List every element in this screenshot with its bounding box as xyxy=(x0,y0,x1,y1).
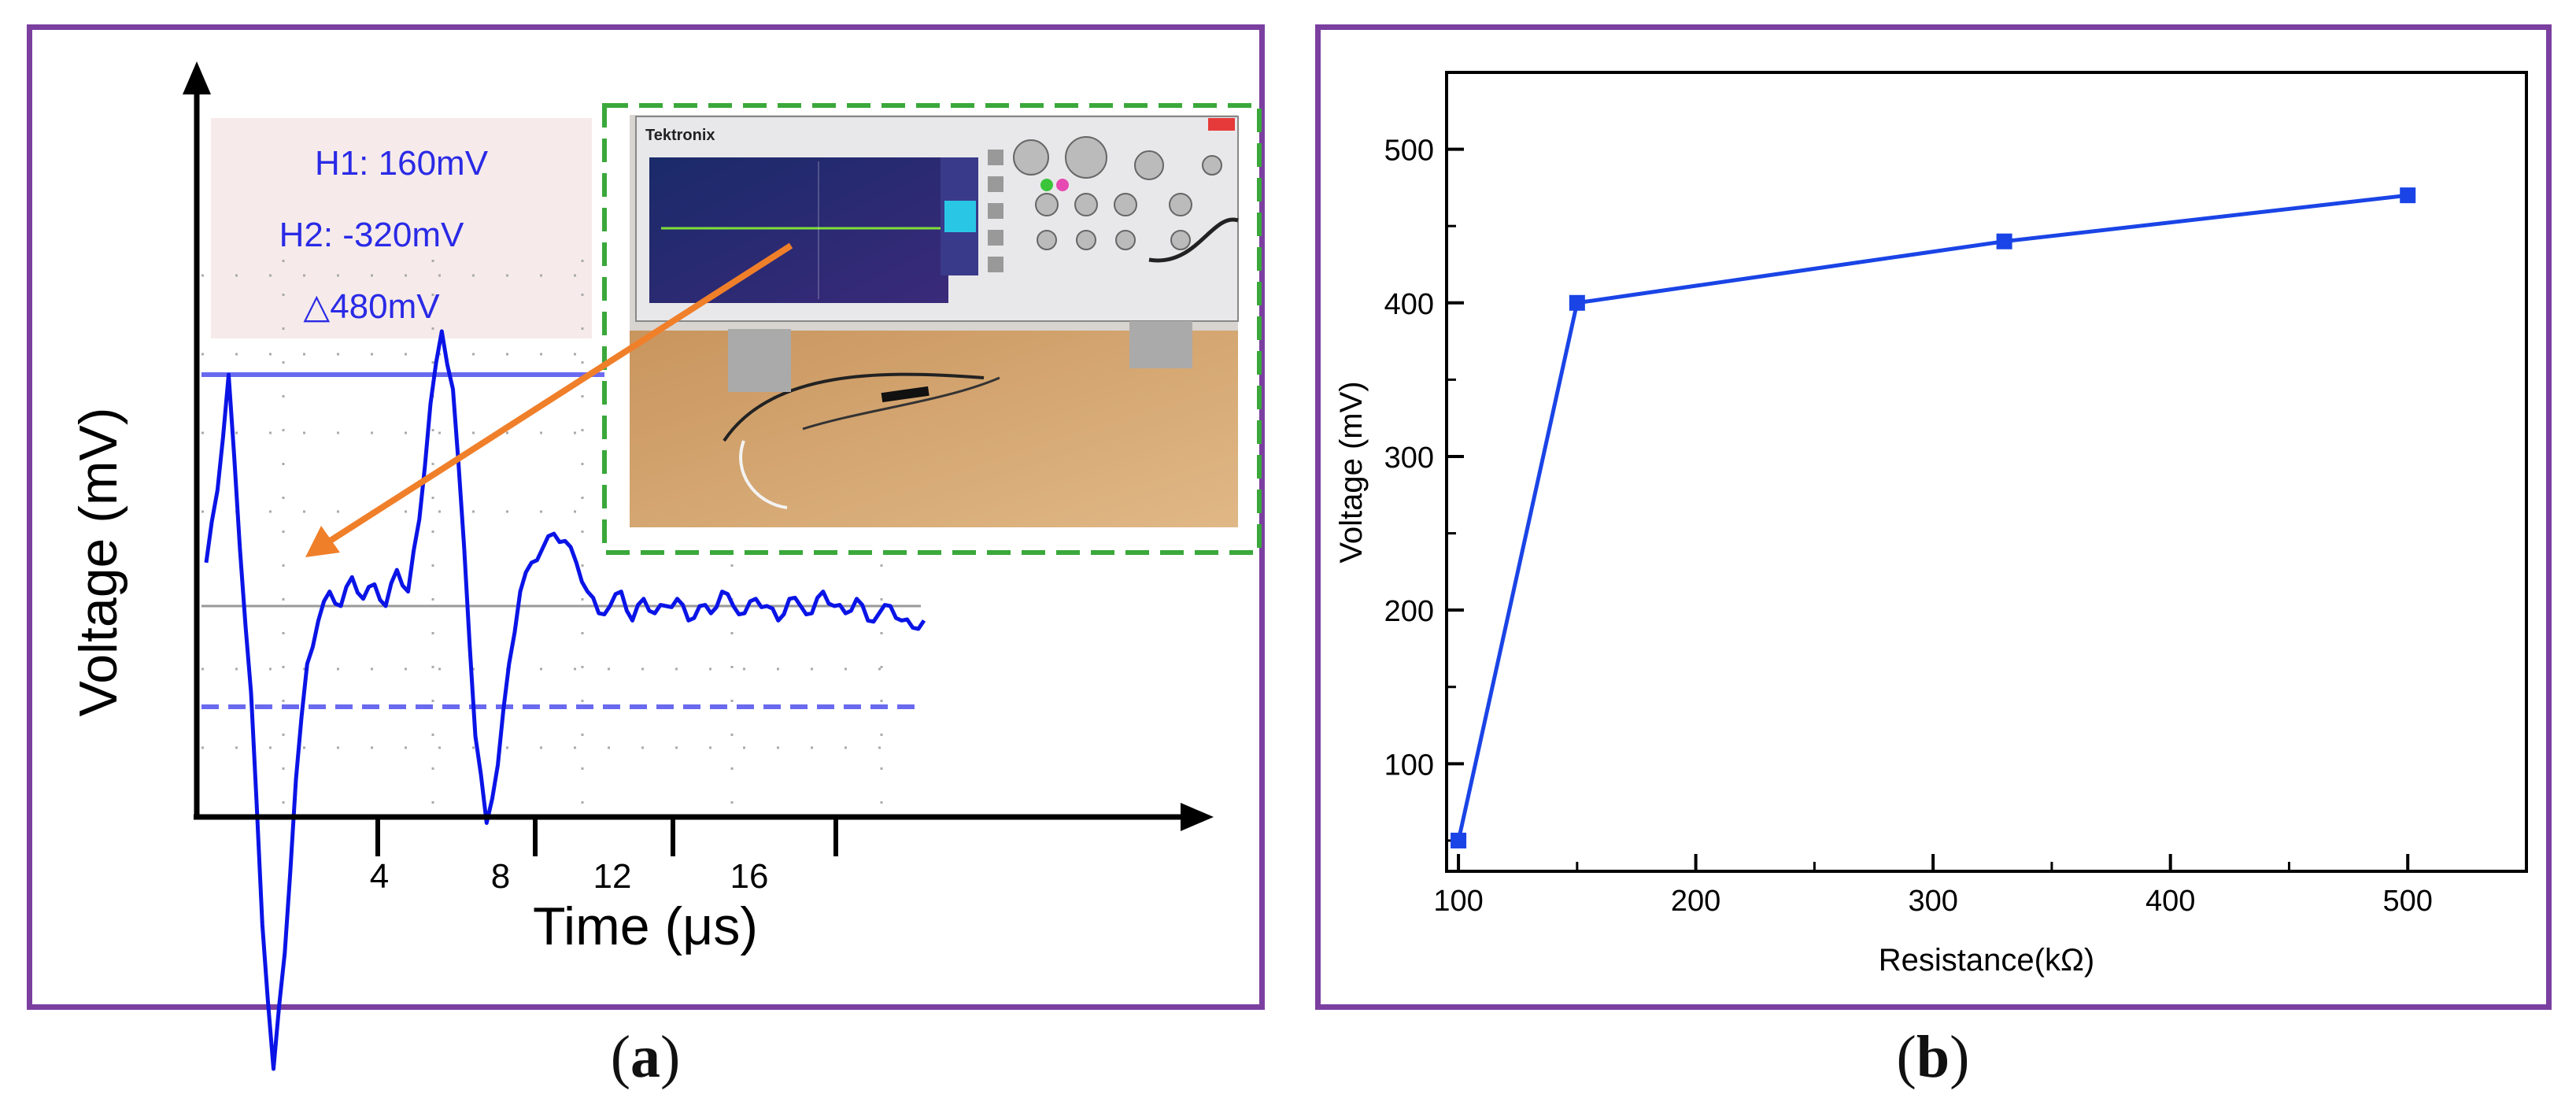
series-line xyxy=(1456,193,2408,841)
knob xyxy=(1035,193,1059,216)
inset-oscilloscope-photo: Tektronix xyxy=(602,103,1262,555)
probe-cable xyxy=(723,372,985,442)
x-tick-label: 16 xyxy=(730,857,769,896)
y-axis-label: Voltage (mV) xyxy=(1334,381,1369,563)
annotation-delta: △480mV xyxy=(303,287,440,326)
data-point xyxy=(1569,294,1585,311)
knob xyxy=(1170,230,1191,250)
x-tick-label: 12 xyxy=(593,857,632,896)
oscilloscope-screen xyxy=(649,157,948,303)
knob xyxy=(1076,230,1096,250)
knob xyxy=(1037,230,1057,250)
x-tick-label: 8 xyxy=(491,857,510,896)
y-tick-label: 400 xyxy=(1384,288,1434,321)
y-tick-label: 100 xyxy=(1384,749,1434,782)
data-point xyxy=(1451,832,1467,848)
y-tick-label: 200 xyxy=(1384,595,1434,628)
x-tick-label: 100 xyxy=(1433,885,1483,918)
caption-a: (a) xyxy=(610,1024,681,1090)
side-button xyxy=(988,230,1003,246)
y-axis-ticks: 100 200 300 400 500 xyxy=(1384,71,1464,842)
oscilloscope-foot-left xyxy=(728,329,791,392)
pointer-arrow-shaft xyxy=(327,242,793,545)
series-markers xyxy=(1451,187,2416,848)
knob xyxy=(1074,193,1098,216)
side-button xyxy=(988,150,1003,165)
signal-trace xyxy=(204,329,926,1071)
knob xyxy=(1134,150,1164,180)
x-axis-ticks: 100 200 300 400 500 xyxy=(1433,854,2528,918)
indicator-led xyxy=(1056,179,1069,191)
annotation-h1: H1: 160mV xyxy=(315,144,489,183)
caption-b: (b) xyxy=(1896,1024,1970,1090)
knob xyxy=(1169,193,1192,216)
data-point xyxy=(1996,233,2012,250)
oscilloscope-brand: Tektronix xyxy=(645,127,715,144)
x-tick-label: 300 xyxy=(1908,885,1957,918)
plot-area xyxy=(1445,71,2528,873)
y-tick-label: 300 xyxy=(1384,442,1434,475)
probe-cable-2 xyxy=(802,376,1000,431)
knob xyxy=(1202,155,1222,176)
x-axis-arrowhead xyxy=(1181,803,1214,831)
y-axis-label: Voltage (mV) xyxy=(68,407,128,716)
y-axis-arrowhead xyxy=(183,61,211,94)
annotation-box xyxy=(211,118,592,338)
oscilloscope-foot-right xyxy=(1129,321,1192,368)
x-axis-ticks: 4 8 12 16 xyxy=(370,817,838,896)
x-tick-label: 4 xyxy=(370,857,389,896)
x-axis-label: Resistance(kΩ) xyxy=(1879,943,2094,978)
x-tick-label: 200 xyxy=(1671,885,1720,918)
panel-b-resistance-chart: 100 200 300 400 500 100 200 300 400 500 Resistan… xyxy=(1334,71,2528,978)
knob xyxy=(1115,230,1136,250)
knob xyxy=(1114,193,1137,216)
data-point xyxy=(2400,187,2416,204)
power-cable xyxy=(1148,217,1239,263)
oscilloscope-screen-highlight xyxy=(944,201,976,232)
oscilloscope-controls xyxy=(988,118,1235,272)
x-axis-label: Time (μs) xyxy=(533,896,758,956)
power-indicator xyxy=(1208,118,1235,131)
side-button xyxy=(988,257,1003,272)
panel-a-oscilloscope-chart: H1: 160mV H2: -320mV △480mV 4 8 12 16 Time … xyxy=(68,61,1262,1071)
x-tick-label: 500 xyxy=(2383,885,2433,918)
knob xyxy=(1065,136,1107,179)
pointer-arrow-head xyxy=(305,526,340,557)
knob xyxy=(1013,139,1049,176)
probe-tip xyxy=(881,386,930,403)
side-button xyxy=(988,203,1003,219)
indicator-led xyxy=(1040,179,1053,191)
annotation-h2: H2: -320mV xyxy=(279,216,464,254)
x-tick-label: 400 xyxy=(2145,885,2195,918)
y-tick-label: 500 xyxy=(1384,135,1434,168)
side-button xyxy=(988,176,1003,192)
sample-wire xyxy=(739,440,788,509)
panel-b-frame xyxy=(1315,24,2552,1010)
